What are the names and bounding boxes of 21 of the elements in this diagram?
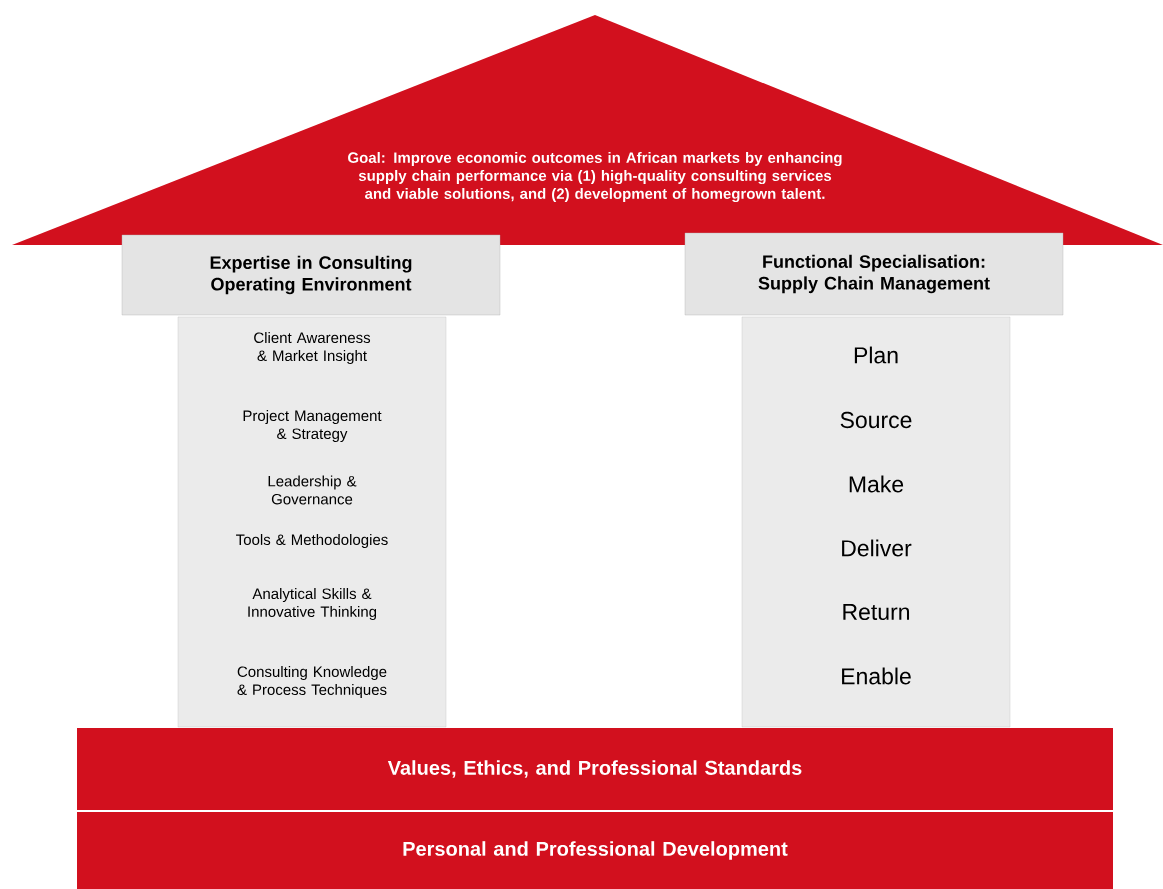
pillar-item: Source: [840, 411, 912, 429]
pillar-item: Leadership & Governance: [268, 475, 357, 505]
pillar-capital: Functional Specialisation: Supply Chain Management: [684, 232, 1064, 316]
pillar-item: Client Awareness & Market Insight: [254, 332, 371, 364]
roof: Goal: Improve economic outcomes in African markets by enhancing supply chain performance via (1) high-quality consulting services and viable solutions, and (2) development of homegrown talent.: [12, 15, 1163, 245]
pillar-item: Project Management & Strategy: [243, 410, 382, 442]
pillar-capital: Expertise in Consulting Operating Environment: [121, 234, 501, 316]
foundation-band: Personal and Professional Development: [77, 812, 1113, 889]
pillar-item: Enable: [842, 667, 911, 685]
pillar-item: Make: [849, 475, 904, 493]
foundation-band: Values, Ethics, and Professional Standards: [77, 728, 1113, 810]
pillar-item: Tools & Methodologies: [236, 534, 388, 548]
pillar-item: Analytical Skills & Innovative Thinking: [248, 588, 377, 620]
pillar-item: Deliver: [842, 539, 912, 557]
pillar-item: Plan: [854, 346, 898, 364]
node-label: Personal and Professional Development: [403, 841, 788, 860]
pillar-column: [741, 316, 1011, 728]
pillar-item: Return: [843, 603, 910, 620]
node-label: Values, Ethics, and Professional Standards: [387, 760, 802, 778]
pillar-column: [177, 316, 447, 728]
pillar-item: Consulting Knowledge & Process Techniques: [237, 666, 387, 698]
